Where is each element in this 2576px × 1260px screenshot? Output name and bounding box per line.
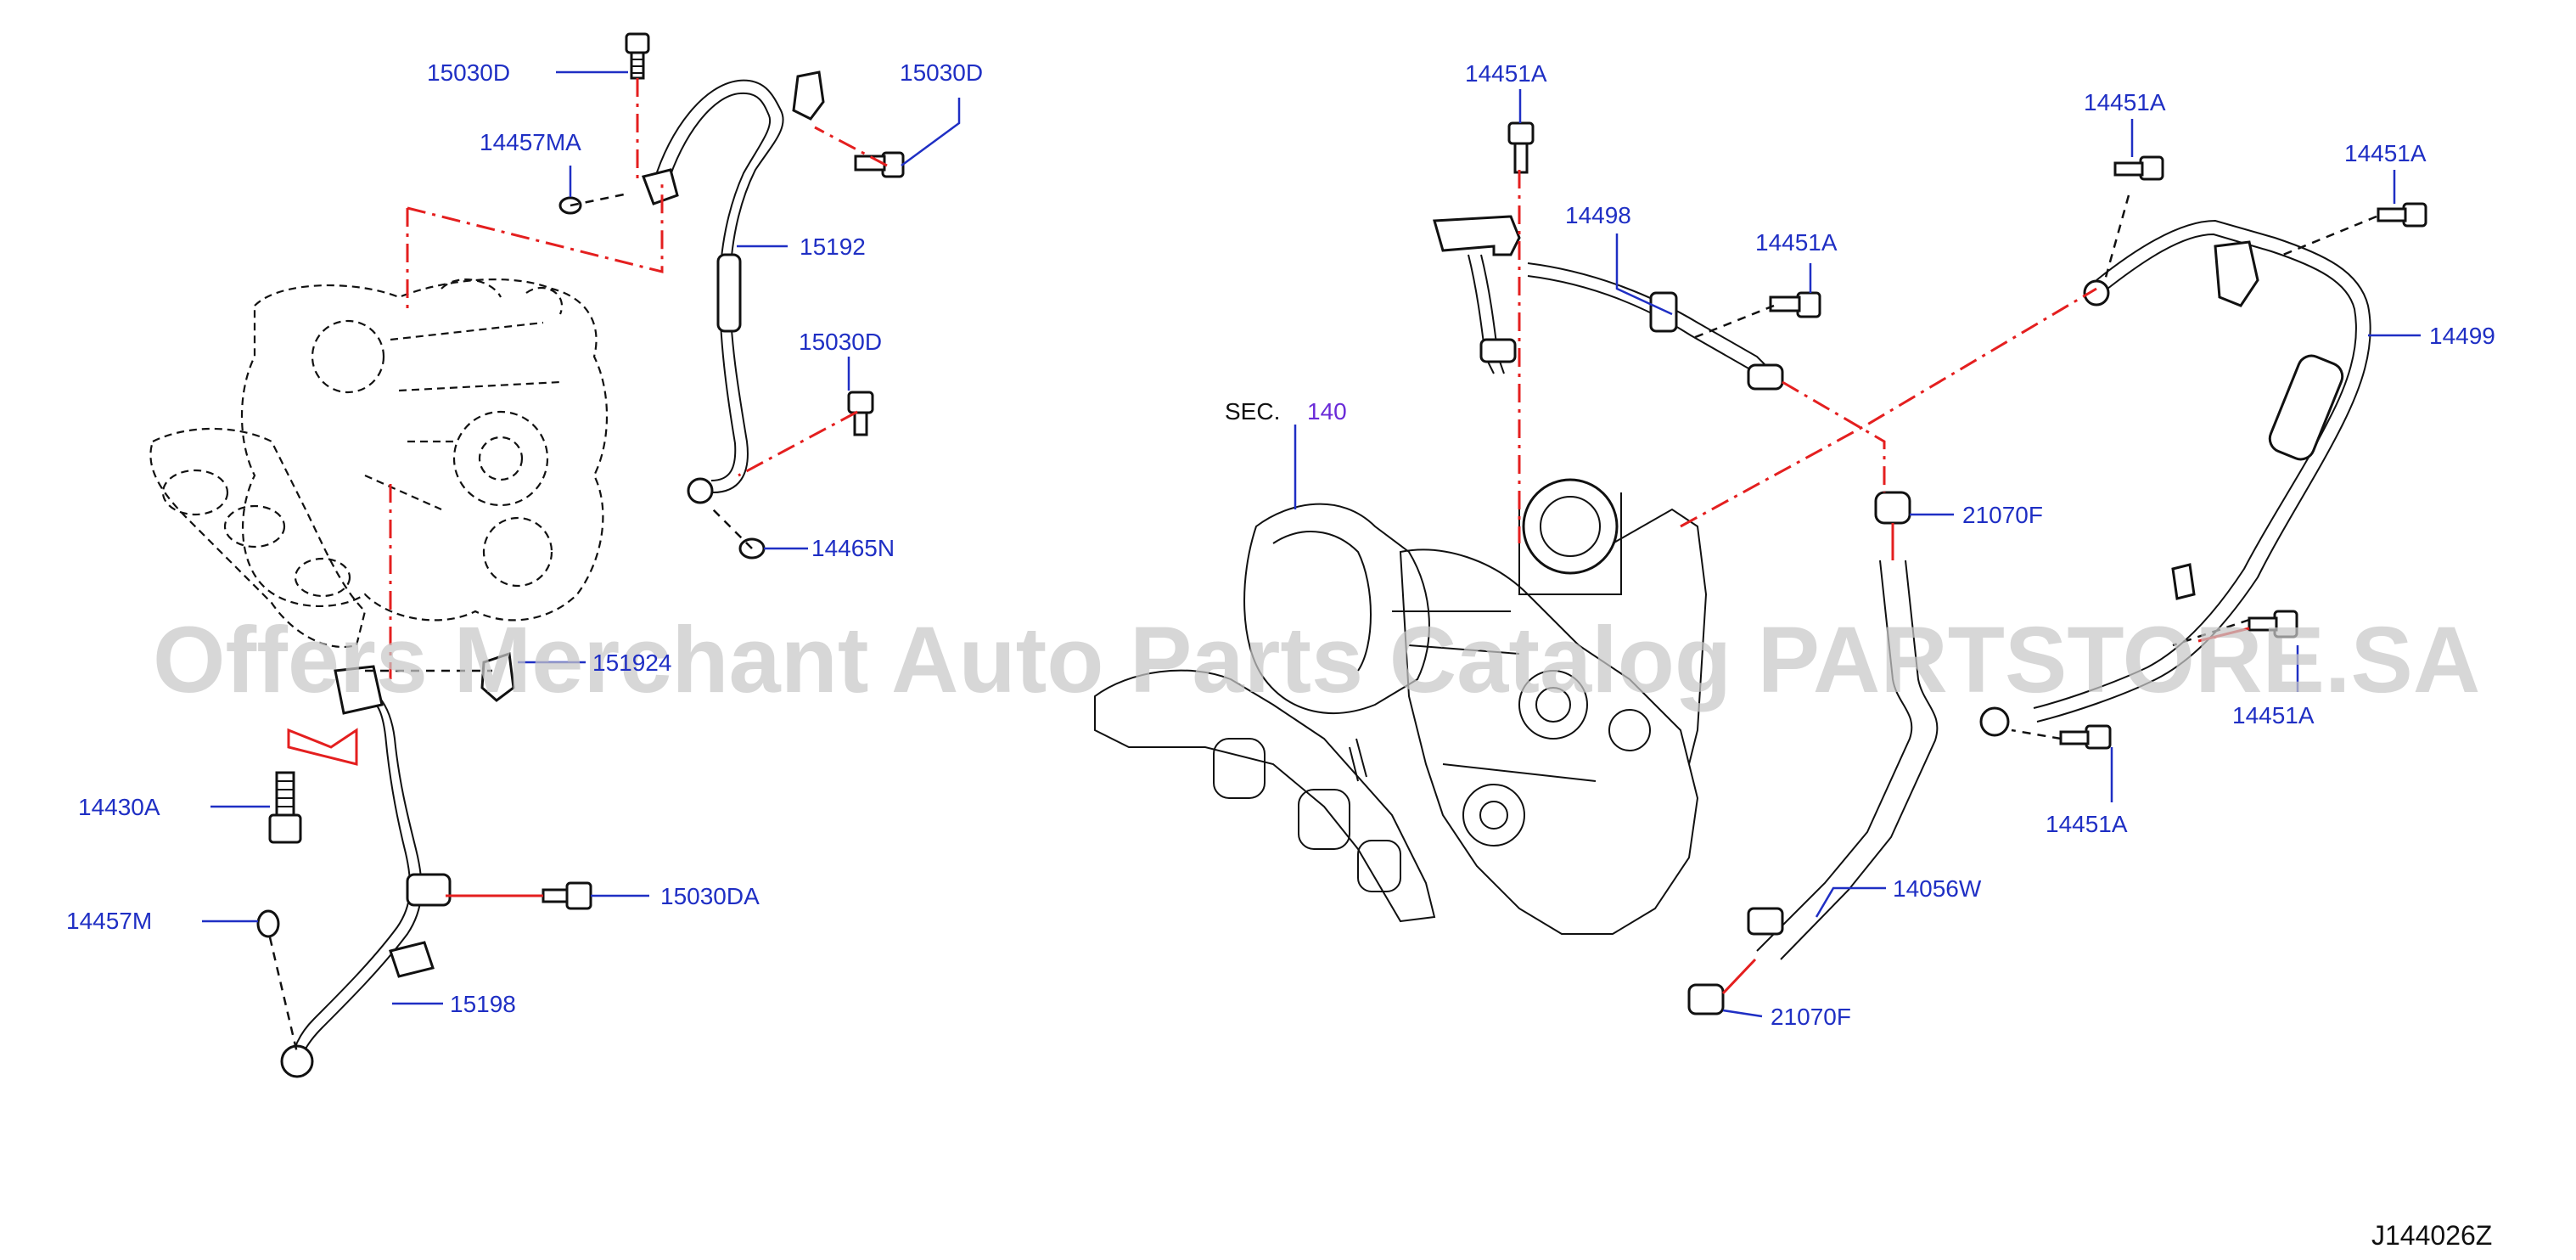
- water-pipe-14499: [1979, 219, 2371, 737]
- centerline: [814, 126, 888, 167]
- part-label: 14430A: [78, 794, 160, 820]
- part-label: 14465N: [811, 535, 895, 561]
- leader-line: [1815, 886, 1886, 918]
- part-label: 14451A: [2232, 702, 2315, 728]
- part-label: 14451A: [1465, 60, 1547, 87]
- part-label: 14451A: [2344, 140, 2427, 166]
- bolt-icon-14451A-upper-right: [2113, 155, 2164, 181]
- centerline: [2011, 728, 2062, 740]
- centerline: [406, 178, 664, 314]
- leader-line: [901, 98, 961, 167]
- leader-line: [1615, 233, 1673, 316]
- centerline: [1680, 287, 2097, 528]
- part-label: 21070F: [1962, 502, 2043, 528]
- water-pipe-14498: [1433, 215, 1784, 391]
- part-label: 15030D: [427, 59, 510, 86]
- part-label: 15030DA: [660, 883, 760, 909]
- oil-feed-pipe-15192: [642, 70, 825, 504]
- section-reference-number[interactable]: 140: [1307, 398, 1347, 425]
- part-label: 14451A: [2084, 89, 2166, 115]
- bolt-icon-15030DA: [542, 881, 592, 910]
- bolt-icon-14451A-far-right: [2377, 202, 2427, 228]
- oil-return-pipe-15198: [280, 651, 515, 1078]
- part-label: 14457MA: [480, 129, 581, 155]
- part-label: 14498: [1565, 202, 1631, 228]
- clamp-icon-21070F-bottom: [1687, 983, 1725, 1015]
- centerline: [287, 728, 358, 766]
- part-label: 151924: [592, 650, 671, 676]
- centerline: [570, 192, 629, 207]
- bolt-icon-15030D-right: [854, 151, 905, 178]
- engine-block-phantom: [149, 278, 609, 648]
- bolt-icon-14430A: [268, 771, 302, 844]
- part-label: 14451A: [2046, 811, 2128, 837]
- centerline: [2103, 194, 2130, 281]
- part-label: 15030D: [799, 329, 882, 355]
- bolt-icon-15030D-top: [625, 32, 650, 80]
- centerline: [2282, 215, 2377, 256]
- centerline: [2197, 627, 2250, 643]
- bolt-icon-14451A-bottom: [2059, 724, 2112, 750]
- centerline: [268, 937, 299, 1054]
- part-label: 15030D: [900, 59, 983, 86]
- centerline: [2172, 618, 2250, 647]
- turbocharger-phantom: [1094, 478, 1708, 935]
- centerline: [738, 410, 858, 477]
- part-label: 15198: [450, 991, 516, 1017]
- part-label: 15192: [800, 233, 866, 260]
- washer-icon-14457M: [256, 909, 280, 938]
- leader-line: [1722, 1009, 1763, 1018]
- bolt-icon-14451A-mid: [1769, 291, 1821, 318]
- bolt-icon-15030D-mid: [847, 391, 874, 436]
- diagram-code: J144026Z: [2371, 1220, 2492, 1251]
- watermark: Offers Merchant Auto Parts Catalog PARTS…: [153, 608, 2480, 712]
- clamp-icon-21070F-top: [1874, 491, 1911, 525]
- part-label: 14056W: [1893, 875, 1982, 902]
- part-label: 14499: [2429, 323, 2495, 349]
- bolt-icon-14451A-top: [1507, 121, 1535, 174]
- centerline: [1721, 958, 1757, 995]
- centerline: [1688, 304, 1775, 341]
- section-reference-prefix: SEC.: [1225, 398, 1280, 425]
- hose-14056W: [1747, 560, 1939, 960]
- centerline: [712, 509, 753, 549]
- part-label: 21070F: [1771, 1004, 1851, 1030]
- part-label: 14457M: [66, 908, 152, 934]
- bolt-icon-14451A-lower-right: [2248, 610, 2298, 638]
- part-label: 14451A: [1755, 229, 1838, 256]
